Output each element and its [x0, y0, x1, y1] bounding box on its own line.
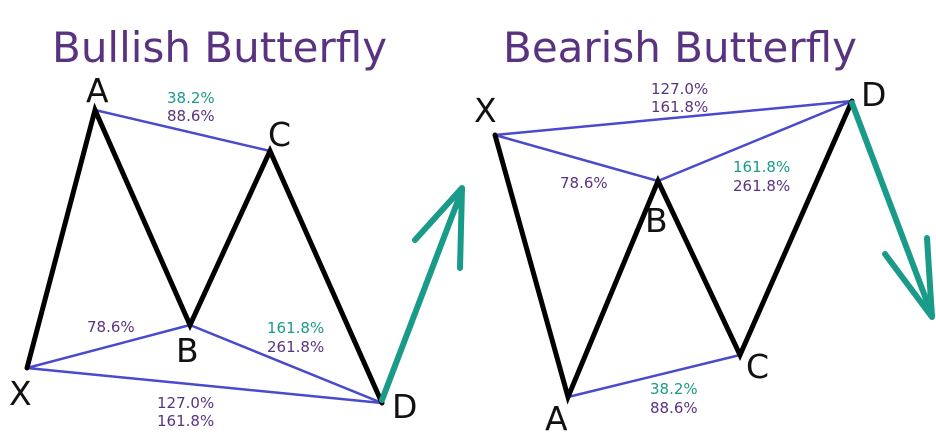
- bearish-xd-line: [494, 99, 853, 137]
- bullish-title: Bullish Butterfly: [52, 23, 387, 72]
- bearish-xd-ratio-bottom: 161.8%: [651, 98, 708, 116]
- bearish-price-legs: [492, 98, 855, 405]
- bullish-bd-ratio-top: 161.8%: [267, 319, 324, 337]
- bullish-xb-ratio: 78.6%: [87, 318, 135, 336]
- bullish-xd-ratio-bottom: 161.8%: [157, 412, 214, 430]
- bearish-label-x: X: [474, 91, 497, 130]
- bearish-label-d: D: [861, 75, 886, 114]
- bearish-bd-line: [657, 99, 853, 183]
- bullish-bd-line: [189, 323, 383, 405]
- bullish-label-b: B: [176, 331, 199, 370]
- bearish-xd-ratio-top: 127.0%: [651, 80, 708, 98]
- bullish-price-legs: [24, 102, 385, 406]
- bearish-label-b: B: [645, 201, 668, 240]
- bullish-ac-line: [94, 108, 271, 153]
- bullish-label-c: C: [268, 115, 291, 154]
- bearish-bd-ratio-top: 161.8%: [733, 158, 790, 176]
- bearish-label-c: C: [746, 347, 769, 386]
- bullish-arrow-shaft: [379, 187, 465, 403]
- bullish-xd-ratio-top: 127.0%: [157, 394, 214, 412]
- bullish-xb-line: [26, 323, 191, 370]
- bullish-arrow-head: [412, 185, 465, 271]
- bullish-bd-ratio-bottom: 261.8%: [267, 338, 324, 356]
- bullish-butterfly: Bullish Butterfly A C B X D 38.2% 88.6% …: [9, 23, 465, 430]
- bullish-label-a: A: [86, 71, 109, 110]
- bearish-arrow-shaft: [849, 100, 935, 318]
- bullish-ac-ratio-bottom: 88.6%: [167, 107, 215, 125]
- bearish-bd-ratio-bottom: 261.8%: [733, 177, 790, 195]
- bullish-label-x: X: [9, 374, 32, 413]
- bearish-ac-ratio-top: 38.2%: [650, 380, 698, 398]
- bullish-label-d: D: [392, 387, 417, 426]
- bullish-ac-ratio-top: 38.2%: [167, 89, 215, 107]
- bearish-xb-ratio: 78.6%: [560, 174, 608, 192]
- bearish-arrow-head: [882, 235, 935, 320]
- bearish-ac-line: [567, 353, 741, 399]
- bearish-butterfly: Bearish Butterfly X D B C A 127.0% 161.8…: [474, 23, 935, 438]
- bullish-xd-line: [26, 366, 383, 405]
- bearish-ac-ratio-bottom: 88.6%: [650, 399, 698, 417]
- bearish-xb-line: [494, 133, 659, 183]
- bearish-title: Bearish Butterfly: [503, 23, 857, 72]
- bearish-label-a: A: [545, 399, 568, 438]
